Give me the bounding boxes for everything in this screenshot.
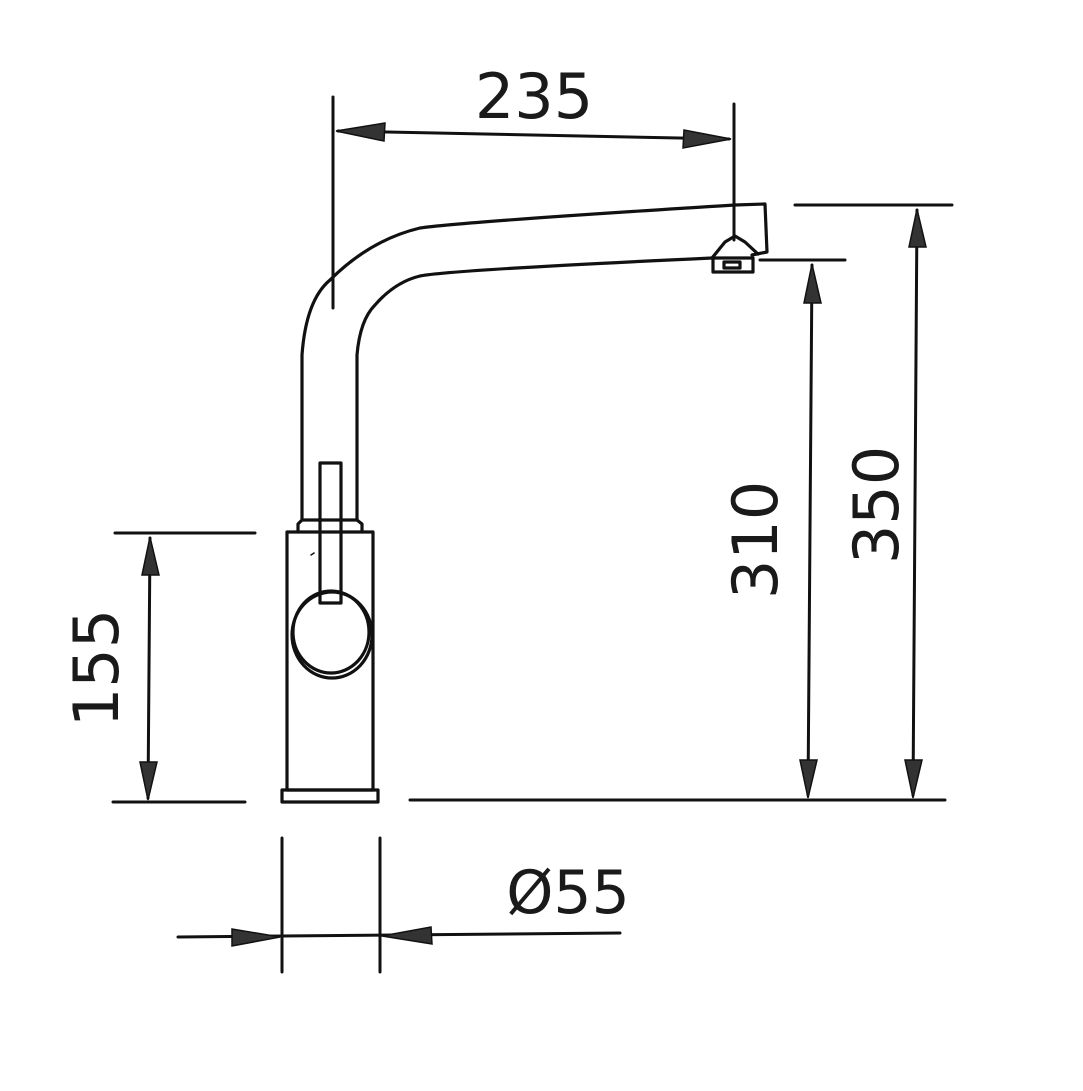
dimension-spout-reach: 235 xyxy=(331,60,736,310)
dimension-outlet-height: 310 xyxy=(719,258,847,799)
dimension-label-155: 155 xyxy=(60,609,133,727)
dimension-body-height: 155 xyxy=(60,531,257,804)
dimension-total-height: 350 xyxy=(793,203,954,799)
faucet xyxy=(280,202,769,804)
dimension-base-diameter: Ø55 xyxy=(176,836,630,974)
dimension-label-diameter-55: Ø55 xyxy=(506,858,630,928)
collar xyxy=(296,518,364,534)
spout-inner xyxy=(355,256,714,522)
dimension-label-235: 235 xyxy=(475,60,593,133)
base-ring xyxy=(280,788,380,804)
dimension-label-310: 310 xyxy=(719,481,792,599)
dimension-label-350: 350 xyxy=(840,446,913,564)
lever-handle xyxy=(318,461,343,605)
spout xyxy=(300,202,769,522)
